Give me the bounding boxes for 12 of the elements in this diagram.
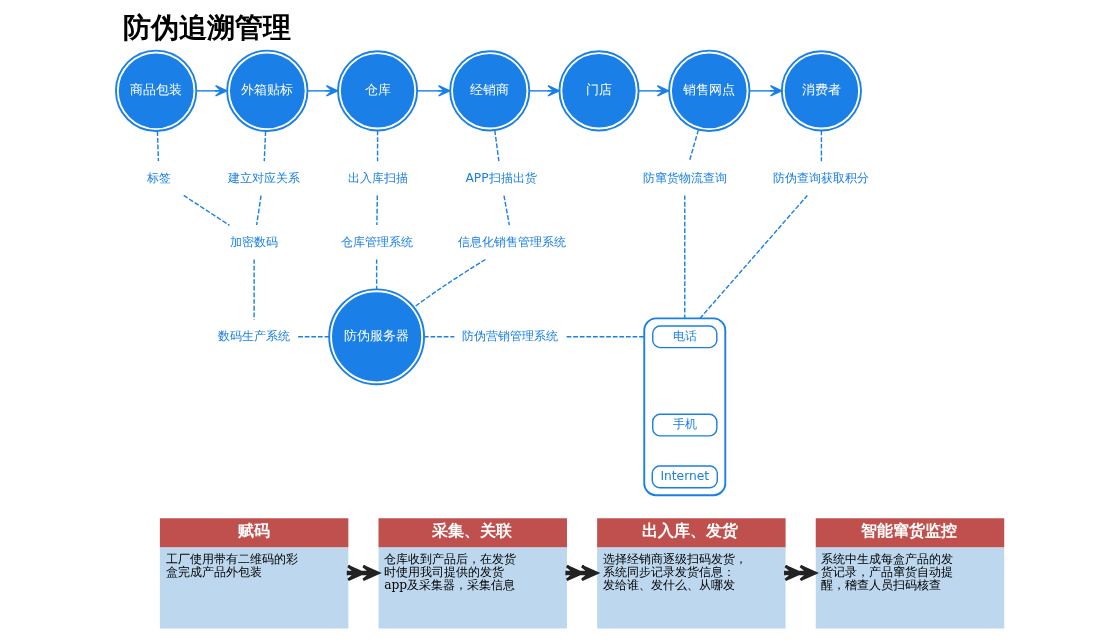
node-text: 加密数码 — [230, 234, 279, 249]
node-text: 防窜货物流查询 — [642, 170, 727, 185]
node-text: 防伪营销管理系统 — [462, 329, 559, 343]
diagram-title: 防伪追溯管理 — [123, 11, 292, 45]
node-text: 数码生产系统 — [218, 329, 291, 343]
node-text: 信息化销售管理系统 — [458, 234, 567, 249]
node-text: APP扫描出货 — [465, 170, 537, 185]
node-text: 防伪查询获取积分 — [773, 170, 870, 185]
node-text: 仓库管理系统 — [340, 234, 413, 249]
node-text: 建立对应关系 — [227, 170, 300, 185]
node-text: 标签 — [146, 170, 171, 185]
node-text: 出入库扫描 — [347, 170, 408, 185]
